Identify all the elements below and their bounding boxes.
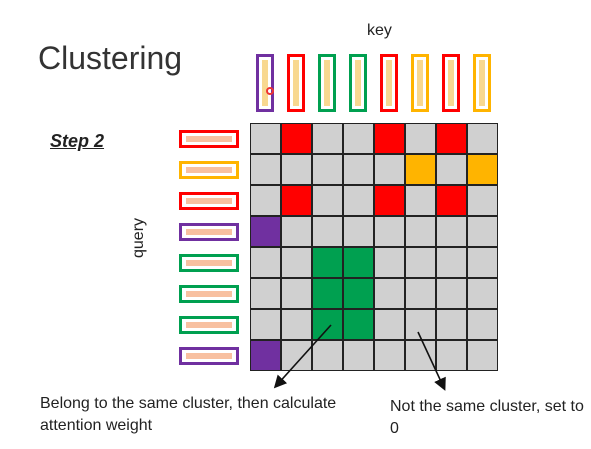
caption-same-cluster: Belong to the same cluster, then calcula… xyxy=(40,395,337,434)
matrix-cell xyxy=(343,340,374,371)
key-vector-orange xyxy=(411,54,429,112)
slide-title: Clustering xyxy=(38,40,183,76)
query-vector-green xyxy=(179,254,239,272)
query-vector-green xyxy=(179,316,239,334)
matrix-cell xyxy=(436,278,467,309)
matrix-cell xyxy=(467,309,498,340)
matrix-cell xyxy=(374,340,405,371)
matrix-cell xyxy=(312,340,343,371)
matrix-cell xyxy=(343,123,374,154)
step-label: Step 2 xyxy=(50,131,105,151)
matrix-cell xyxy=(343,216,374,247)
matrix-cell xyxy=(281,340,312,371)
matrix-cell xyxy=(374,216,405,247)
matrix-cell xyxy=(312,309,343,340)
matrix-cell xyxy=(374,247,405,278)
matrix-cell xyxy=(467,340,498,371)
matrix-cell xyxy=(281,309,312,340)
matrix-cell xyxy=(436,185,467,216)
matrix-cell xyxy=(405,247,436,278)
matrix-cell xyxy=(343,309,374,340)
matrix-cell xyxy=(405,123,436,154)
query-vector-purple xyxy=(179,347,239,365)
matrix-cell xyxy=(436,340,467,371)
matrix-cell xyxy=(467,278,498,309)
query-vector-red xyxy=(179,130,239,148)
matrix-cell xyxy=(374,154,405,185)
matrix-cell xyxy=(467,247,498,278)
matrix-cell xyxy=(436,216,467,247)
matrix-cell xyxy=(343,278,374,309)
matrix-cell xyxy=(374,309,405,340)
matrix-cell xyxy=(250,340,281,371)
matrix-cell xyxy=(374,185,405,216)
matrix-cell xyxy=(343,154,374,185)
matrix-cell xyxy=(281,123,312,154)
query-vector-red xyxy=(179,192,239,210)
matrix-cell xyxy=(250,309,281,340)
key-vector-purple xyxy=(256,54,274,112)
matrix-cell xyxy=(405,278,436,309)
matrix-cell xyxy=(281,154,312,185)
matrix-cell xyxy=(436,247,467,278)
matrix-cell xyxy=(250,154,281,185)
matrix-cell xyxy=(312,123,343,154)
matrix-cell xyxy=(436,154,467,185)
matrix-cell xyxy=(405,216,436,247)
matrix-cell xyxy=(405,340,436,371)
key-vector-red xyxy=(380,54,398,112)
matrix-cell xyxy=(467,154,498,185)
matrix-cell xyxy=(250,247,281,278)
matrix-cell xyxy=(250,123,281,154)
matrix-cell xyxy=(281,247,312,278)
matrix-cell xyxy=(312,216,343,247)
matrix-cell xyxy=(312,247,343,278)
matrix-cell xyxy=(405,309,436,340)
key-vector-red xyxy=(442,54,460,112)
query-vector-purple xyxy=(179,223,239,241)
matrix-cell xyxy=(405,185,436,216)
caption-not-same-cluster: Not the same cluster, set to 0 xyxy=(390,398,584,437)
matrix-cell xyxy=(250,216,281,247)
matrix-cell xyxy=(312,278,343,309)
matrix-cell xyxy=(374,278,405,309)
matrix-cell xyxy=(312,154,343,185)
matrix-cell xyxy=(436,123,467,154)
matrix-cell xyxy=(281,185,312,216)
matrix-cell xyxy=(467,123,498,154)
matrix-cell xyxy=(281,216,312,247)
matrix-cell xyxy=(312,185,343,216)
key-vector-orange xyxy=(473,54,491,112)
matrix-cell xyxy=(281,278,312,309)
matrix-cell xyxy=(467,185,498,216)
matrix-cell xyxy=(436,309,467,340)
attention-matrix xyxy=(250,123,498,371)
key-vector-red xyxy=(287,54,305,112)
key-axis-label: key xyxy=(367,22,392,39)
query-vector-green xyxy=(179,285,239,303)
laser-pointer-dot xyxy=(266,87,274,95)
query-axis-label: query xyxy=(130,217,147,258)
matrix-cell xyxy=(374,123,405,154)
matrix-cell xyxy=(250,185,281,216)
key-vector-green xyxy=(349,54,367,112)
key-vector-green xyxy=(318,54,336,112)
matrix-cell xyxy=(405,154,436,185)
matrix-cell xyxy=(250,278,281,309)
matrix-cell xyxy=(343,247,374,278)
query-vector-orange xyxy=(179,161,239,179)
matrix-cell xyxy=(343,185,374,216)
matrix-cell xyxy=(467,216,498,247)
